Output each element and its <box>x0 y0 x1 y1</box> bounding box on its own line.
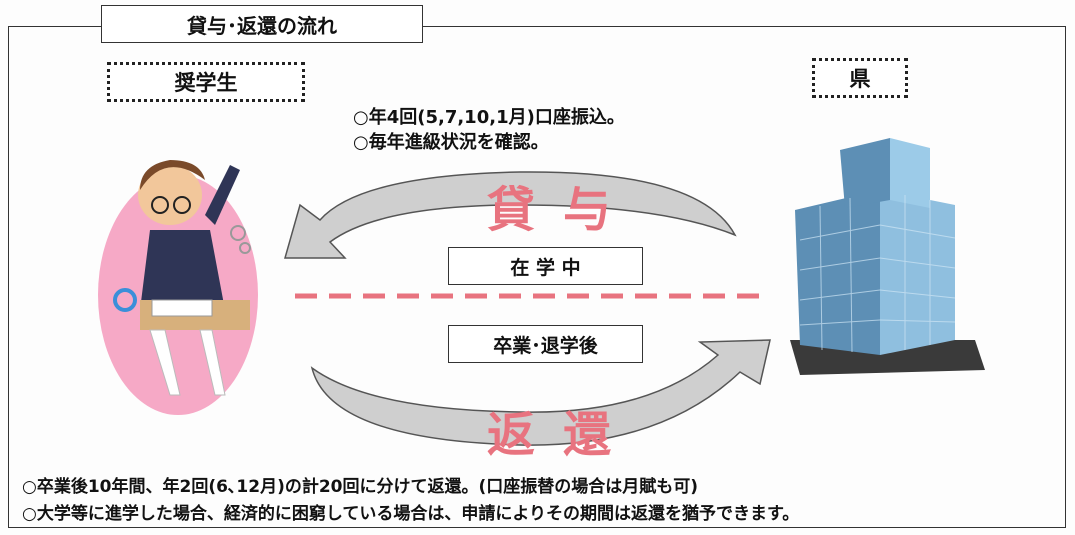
diagram-title: 貸与･返還の流れ <box>101 5 423 43</box>
diagram-frame <box>8 26 1066 528</box>
office-building-illustration <box>790 138 985 375</box>
repayment-word: 返還 <box>487 407 640 463</box>
lending-word: 貸与 <box>487 182 640 238</box>
student-illustration <box>98 160 258 415</box>
after-graduation-label: 卒業･退学後 <box>448 325 643 363</box>
repayment-arrow <box>310 339 771 446</box>
prefecture-label: 県 <box>812 58 908 98</box>
bottom-note-deferral: ○大学等に進学した場合、経済的に困窮している場合は、申請によりその期間は返還を猶… <box>22 504 800 524</box>
lending-arrow <box>284 171 737 259</box>
top-note-transfer: ○年4回(5,7,10,1月)口座振込。 <box>353 107 625 128</box>
bottom-note-repayment: ○卒業後10年間、年2回(6､12月)の計20回に分けて返還。(口座振替の場合は… <box>22 477 699 497</box>
during-school-label: 在 学 中 <box>448 247 643 285</box>
top-note-check: ○毎年進級状況を確認。 <box>353 132 549 153</box>
student-label: 奨学生 <box>107 62 305 102</box>
